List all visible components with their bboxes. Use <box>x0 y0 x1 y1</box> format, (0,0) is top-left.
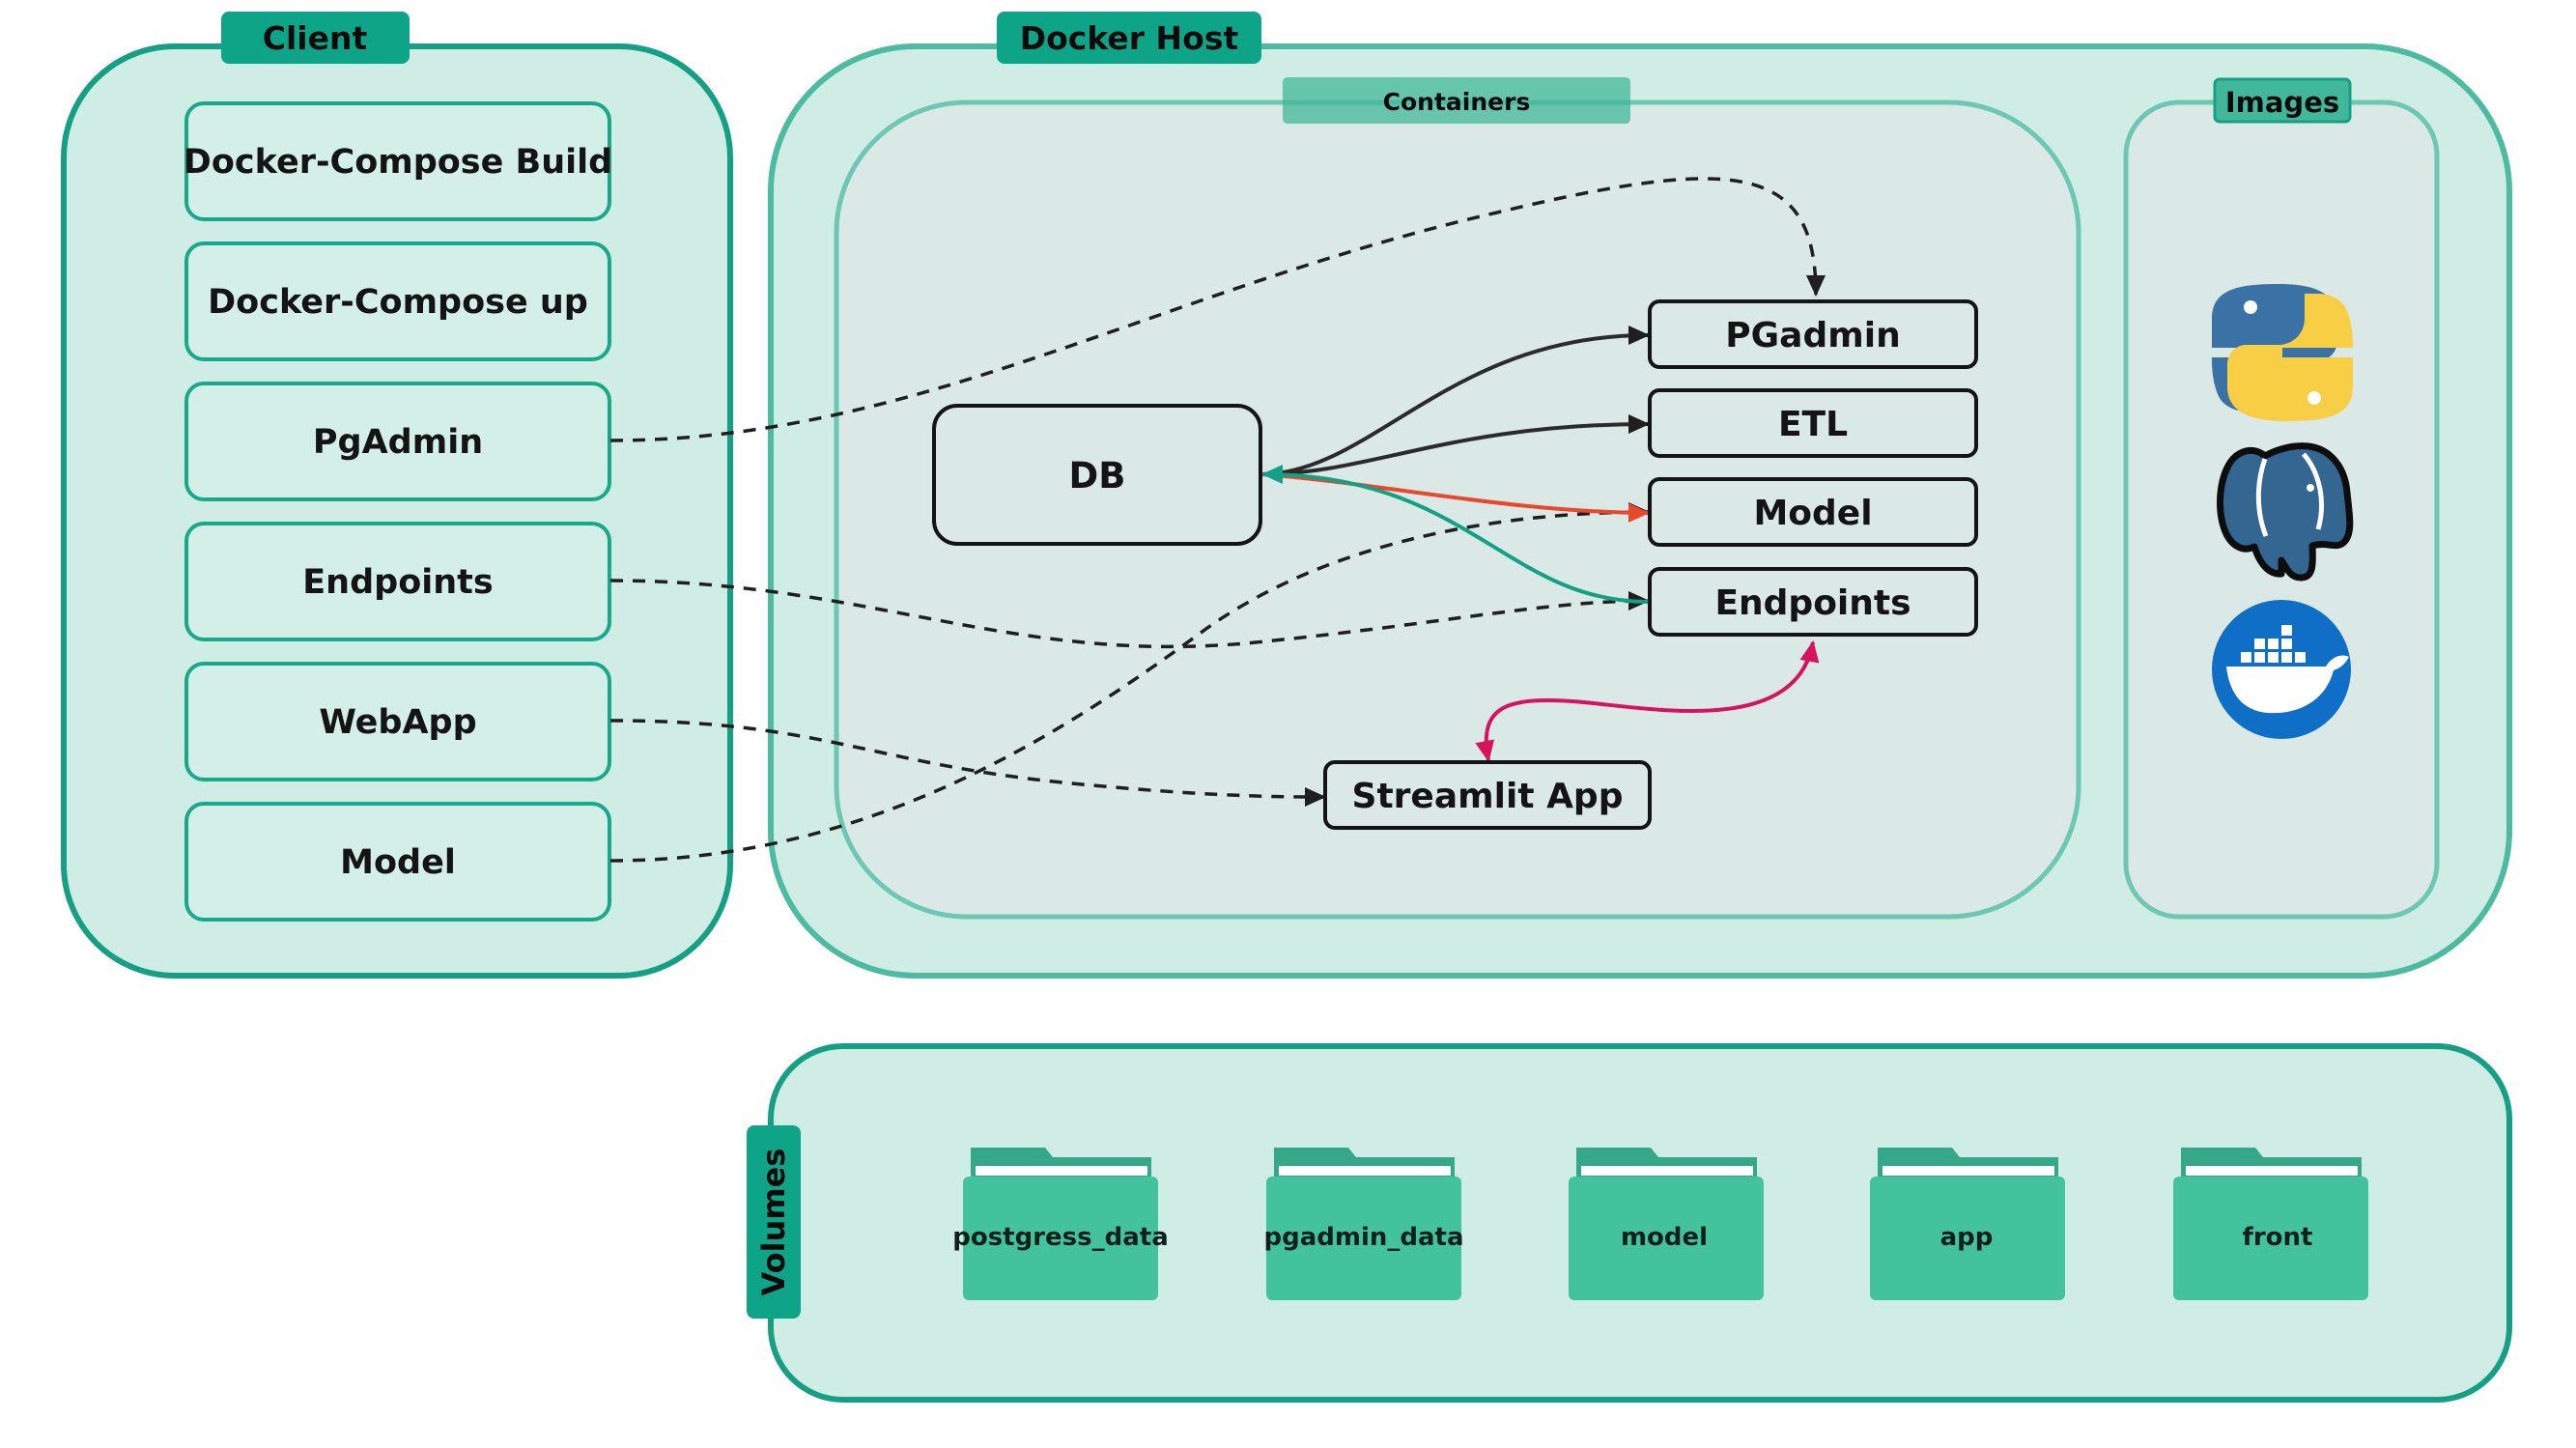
client-item-pgadmin[interactable]: PgAdmin <box>184 382 611 501</box>
folder-label: postgress_data <box>952 1223 1169 1252</box>
node-pgadmin-label: PGadmin <box>1725 316 1900 355</box>
volumes-title: Volumes <box>755 1149 792 1296</box>
client-title: Client <box>263 19 368 57</box>
edge-client-pgadmin-to-pgadmin <box>609 177 1826 442</box>
client-item-label: WebApp <box>319 703 476 742</box>
node-db-label: DB <box>1069 455 1126 497</box>
edge-endpoints-to-db <box>1261 465 1649 604</box>
docker-whale-icon <box>2212 600 2351 739</box>
client-item-docker-compose-build[interactable]: Docker-Compose Build <box>184 101 612 221</box>
edge-client-webapp-to-streamlit <box>609 719 1326 807</box>
volume-folder-front[interactable]: front <box>2173 1148 2368 1300</box>
edge-db-to-model <box>1260 472 1650 523</box>
client-item-webapp[interactable]: WebApp <box>184 662 611 781</box>
node-endpoints[interactable]: Endpoints <box>1648 567 1978 637</box>
volume-folder-postgress-data[interactable]: postgress_data <box>952 1148 1169 1300</box>
edge-db-to-etl <box>1260 414 1650 476</box>
client-item-label: Docker-Compose up <box>208 283 588 322</box>
client-item-label: Model <box>340 843 456 882</box>
images-area: Images <box>2123 77 2440 920</box>
connectors <box>609 177 1826 863</box>
node-streamlit-app[interactable]: Streamlit App <box>1323 760 1652 830</box>
client-tab: Client <box>221 12 410 64</box>
node-model-label: Model <box>1753 494 1872 533</box>
postgresql-elephant-icon <box>2217 442 2354 582</box>
python-logo-icon <box>2211 284 2354 421</box>
client-item-label: Endpoints <box>302 563 493 602</box>
volumes-panel: Volumes postgress_data pgadmin_data mode… <box>747 1043 2512 1403</box>
volume-folder-pgadmin-data[interactable]: pgadmin_data <box>1263 1148 1464 1300</box>
node-etl[interactable]: ETL <box>1648 388 1978 458</box>
volumes-tab: Volumes <box>747 1125 801 1319</box>
client-item-endpoints[interactable]: Endpoints <box>184 522 611 641</box>
node-model[interactable]: Model <box>1648 477 1978 547</box>
docker-host-title: Docker Host <box>1020 19 1239 57</box>
volume-folder-app[interactable]: app <box>1870 1148 2065 1300</box>
client-item-label: PgAdmin <box>313 423 483 462</box>
volume-folder-model[interactable]: model <box>1569 1148 1764 1300</box>
client-item-label: Docker-Compose Build <box>184 143 612 182</box>
client-panel: Client Docker-Compose Build Docker-Compo… <box>61 12 733 979</box>
node-endpoints-label: Endpoints <box>1714 583 1911 623</box>
client-item-docker-compose-up[interactable]: Docker-Compose up <box>184 241 611 361</box>
folder-label: pgadmin_data <box>1263 1223 1463 1252</box>
node-db[interactable]: DB <box>932 404 1262 546</box>
node-streamlit-label: Streamlit App <box>1352 777 1624 816</box>
node-etl-label: ETL <box>1778 405 1848 444</box>
edge-db-to-pgadmin <box>1260 326 1650 476</box>
images-title: Images <box>2225 86 2339 119</box>
containers-title: Containers <box>1383 88 1531 116</box>
client-item-model[interactable]: Model <box>184 802 611 922</box>
edge-streamlit-endpoints <box>1475 640 1820 762</box>
docker-host-tab: Docker Host <box>997 12 1261 64</box>
folder-label: app <box>1940 1223 1994 1252</box>
folder-label: front <box>2243 1223 2313 1252</box>
folder-label: model <box>1621 1223 1708 1252</box>
edge-client-model-to-model <box>609 502 1650 863</box>
node-pgadmin[interactable]: PGadmin <box>1648 299 1978 369</box>
